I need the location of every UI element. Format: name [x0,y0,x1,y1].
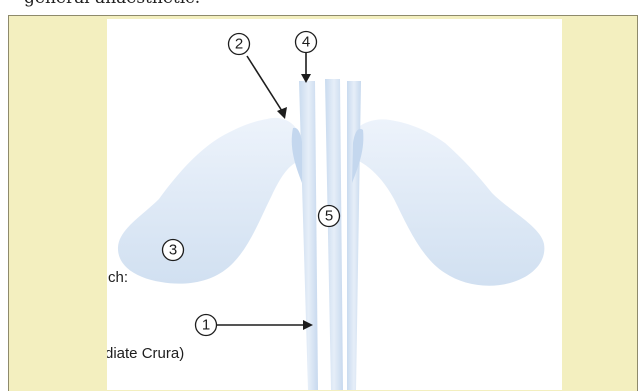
right-lobe-shape [355,119,544,285]
marker-1-label: 1 [202,317,210,334]
diagram-area: 2 4 5 3 1 ch: diate Crura) [107,19,562,390]
marker-2-label: 2 [235,36,243,53]
center-stem-shape [325,79,343,390]
left-lobe-shape [118,118,297,284]
marker-3-label: 3 [169,242,177,259]
partial-label-intermediate-crura: diate Crura) [107,345,184,362]
anatomy-diagram: 2 4 5 3 1 ch: diate Crura) [107,19,562,390]
marker-5-label: 5 [325,208,333,225]
marker-2-arrowhead [277,107,287,119]
right-stem-shape [347,81,361,390]
marker-4-label: 4 [302,34,310,51]
partial-label-approach: ch: [108,269,128,286]
top-caption: general anaesthetic. [24,0,200,8]
left-stem-shape [299,81,318,390]
marker-2-pointer [247,56,282,111]
